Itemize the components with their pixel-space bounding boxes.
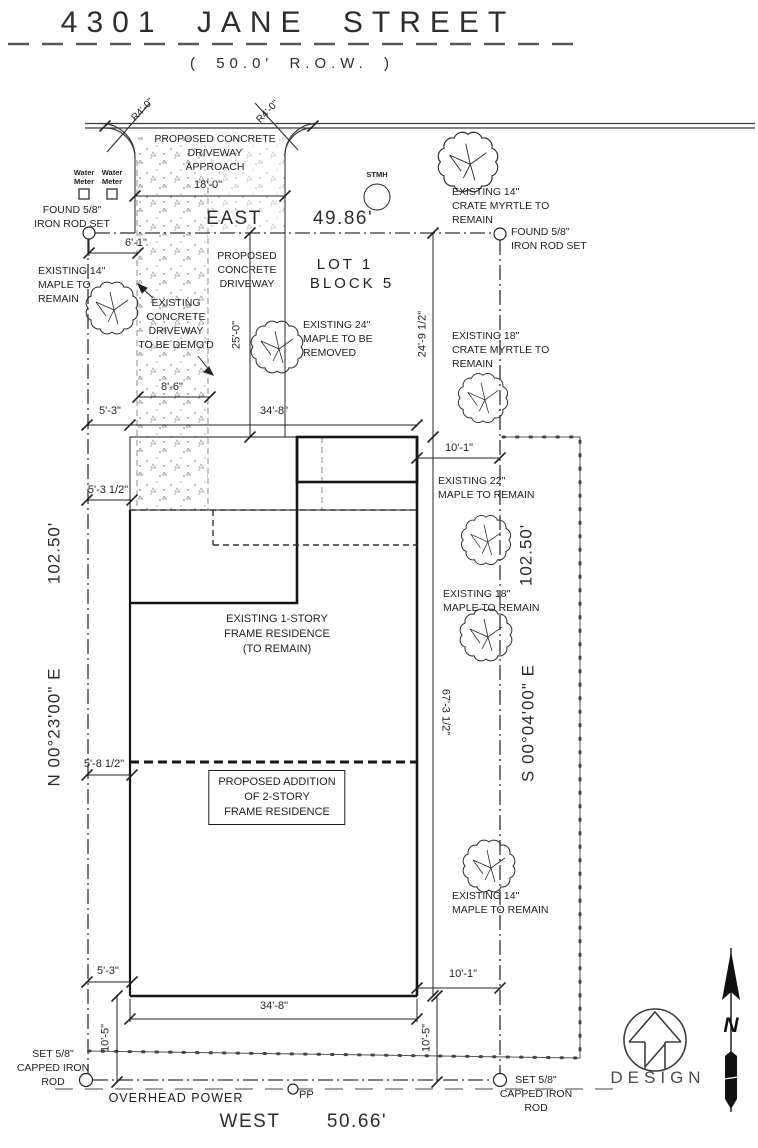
street-curb [85,102,755,159]
set-rod-se-symbol [492,1072,508,1088]
driveway-approach-label: PROPOSED CONCRETE DRIVEWAY APPROACH [154,133,276,173]
found-rod-nw-label: FOUND 5/8" IRON ROD SET [34,204,110,230]
south-boundary-direction: WEST [219,1111,281,1132]
dim-house-width-rear: 34'-8" [259,1000,289,1012]
found-rod-nw-symbol [82,226,96,240]
block-label: BLOCK 5 [309,275,395,292]
dim-approach-width: 18'-0" [193,179,223,191]
dim-rod-to-drive: 6'-1" [125,237,147,249]
proposed-driveway-label: PROPOSED CONCRETE DRIVEWAY [217,250,277,290]
water-meter-left-label: Water Meter [73,168,95,186]
east-boundary-length: 102.50' [516,523,536,587]
monument-symbols [78,226,508,1088]
storm-manhole-label: STMH [366,170,388,179]
power-pole-symbol [287,1083,299,1095]
dim-side-rear: 5'-3" [97,965,119,977]
set-rod-se-label: SET 5/8" CAPPED IRON ROD [499,1074,573,1114]
overhead-power-label: OVERHEAD POWER [108,1091,244,1105]
dim-front-setback-east: 24'-9 1/2" [416,310,429,358]
residence-outline [128,435,419,998]
page-title-street-name: 4301 JANE STREET [60,6,516,39]
tree-maple-22 [460,514,512,566]
tree-label-maple-14-west: EXISTING 14" MAPLE TO REMAIN [38,265,106,305]
fence-line [86,435,582,1060]
dim-house-width-front: 34'-8" [259,405,289,417]
dim-house-depth: 67'-3 1/2" [439,688,452,736]
logo-mark [623,1008,687,1072]
residence-label: EXISTING 1-STORY FRAME RESIDENCE (TO REM… [224,613,330,655]
tree-maple-18 [459,608,513,662]
north-arrow: N [722,948,740,1112]
dim-drive-width: 8'-6" [161,381,183,393]
set-rod-sw-label: SET 5/8" CAPPED IRON ROD [16,1048,90,1088]
west-boundary-length: 102.50' [44,521,64,585]
tree-maple-24-removed [250,320,304,374]
leader-arrows [137,283,214,376]
storm-manhole-symbol [363,183,391,211]
found-rod-ne-label: FOUND 5/8" IRON ROD SET [511,226,587,252]
dim-side-front: 5'-3" [99,405,121,417]
north-boundary-direction: EAST [206,208,262,229]
tree-label-maple-18: EXISTING 18" MAPLE TO REMAIN [443,588,540,614]
west-boundary-bearing: N 00°23'00" E [44,667,64,787]
water-meter-left-symbol [78,188,90,200]
existing-driveway-demo-label: EXISTING CONCRETE DRIVEWAY TO BE DEMO'D [138,297,214,351]
house-north-step [130,437,299,605]
utility-symbols [78,183,391,211]
tree-label-crate-myrtle-14: EXISTING 14" CRATE MYRTLE TO REMAIN [452,186,550,226]
north-boundary-length: 49.86' [312,208,374,229]
power-pole-label: PP [299,1089,314,1101]
tree-label-crate-myrtle-18: EXISTING 18" CRATE MYRTLE TO REMAIN [452,330,550,370]
dim-rear-setback-west: 10'-5" [99,1023,112,1053]
dim-side-mid: 5'-3 1/2" [87,484,129,496]
dim-side-east-rear: 10'-1" [448,968,478,980]
addition-label: PROPOSED ADDITION OF 2-STORY FRAME RESID… [208,770,346,825]
overhead-power-line [55,1083,620,1095]
right-of-way-label: ( 50.0' R.O.W. ) [190,55,394,72]
dimension-lines [87,195,500,1082]
tree-maple-14-south [462,839,516,893]
porch-overhang [130,509,417,546]
garage-block [295,435,419,484]
east-boundary-bearing: S 00°04'00" E [518,664,538,782]
tree-crate-myrtle-14 [437,131,499,193]
lot-label: LOT 1 [316,256,374,273]
dim-drive-depth: 25'-0" [230,320,243,350]
water-meter-right-symbol [106,188,118,200]
north-arrow-label: N [723,1014,739,1037]
dim-side-east-front: 10'-1" [444,442,474,454]
set-rod-sw-symbol [78,1072,94,1088]
water-meter-right-label: Water Meter [101,168,123,186]
found-rod-ne-symbol [493,227,507,241]
existing-driveway-stipple [137,137,285,510]
south-boundary-length: 50.66' [326,1111,388,1132]
logo-brand-label: DESIGN [610,1068,706,1087]
tree-label-maple-14-south: EXISTING 14" MAPLE TO REMAIN [452,890,549,916]
dim-rear-setback-east: 10'-5" [420,1023,433,1053]
dim-side-addition: 5'-8 1/2" [83,758,125,770]
tree-label-maple-24-removed: EXISTING 24" MAPLE TO BE REMOVED [303,319,373,359]
tree-label-maple-22: EXISTING 22" MAPLE TO REMAIN [438,475,535,501]
